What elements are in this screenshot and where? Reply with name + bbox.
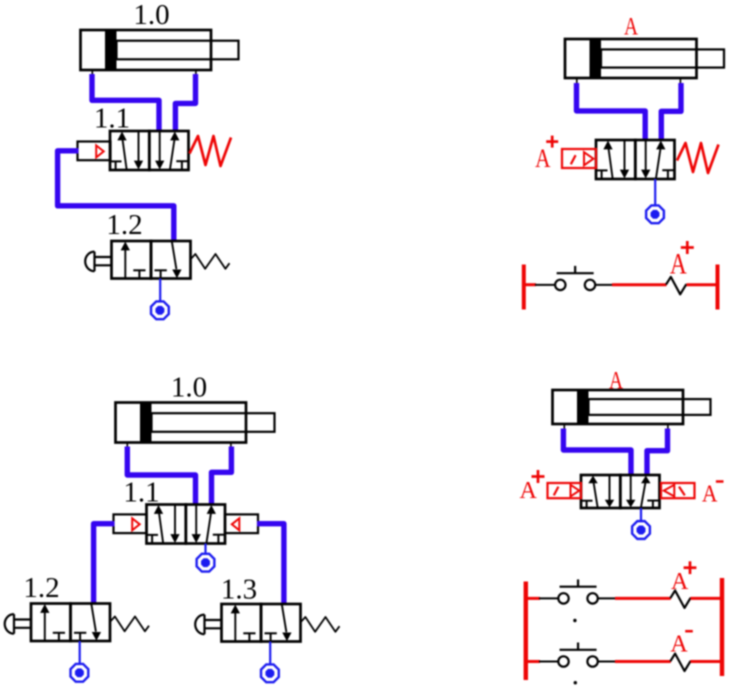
svg-text:A: A xyxy=(670,631,688,657)
svg-text:A: A xyxy=(702,480,718,506)
svg-text:A: A xyxy=(624,12,639,40)
svg-text:1.0: 1.0 xyxy=(133,0,169,31)
svg-text:1.2: 1.2 xyxy=(23,572,59,604)
svg-text:A: A xyxy=(520,478,538,504)
svg-text:A: A xyxy=(670,247,687,280)
svg-text:1.3: 1.3 xyxy=(221,574,257,606)
svg-text:A: A xyxy=(671,569,689,595)
svg-text:1.2: 1.2 xyxy=(106,209,142,241)
svg-text:A: A xyxy=(535,145,550,173)
svg-text:1.0: 1.0 xyxy=(171,372,207,404)
svg-text:1.1: 1.1 xyxy=(94,103,130,135)
svg-text:A: A xyxy=(609,366,624,394)
